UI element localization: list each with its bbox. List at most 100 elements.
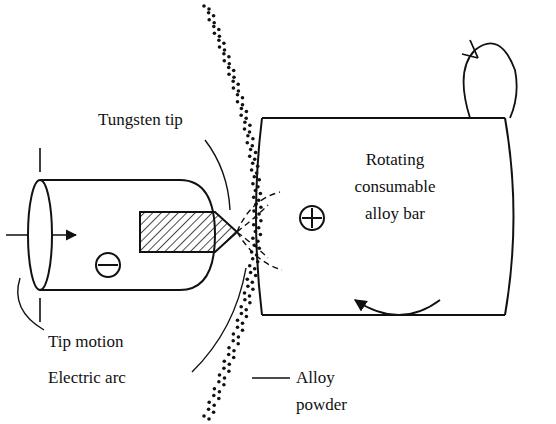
powder-dot: [252, 196, 256, 200]
powder-dot: [223, 48, 227, 52]
powder-dot: [236, 82, 240, 86]
powder-dot: [255, 171, 259, 175]
powder-dot: [248, 294, 252, 298]
powder-dot: [246, 134, 250, 138]
powder-dot: [255, 253, 259, 257]
powder-dot: [256, 240, 260, 244]
powder-dot: [223, 360, 227, 364]
powder-dot: [257, 199, 261, 203]
holder-end: [28, 180, 52, 290]
powder-dot: [232, 86, 236, 90]
powder-dot: [249, 148, 253, 152]
powder-dot: [228, 62, 232, 66]
powder-dot: [243, 127, 247, 131]
powder-dot: [241, 96, 245, 100]
powder-dot: [240, 312, 244, 316]
part-label: Alloy powder: [296, 364, 358, 418]
powder-dot: [251, 237, 255, 241]
drawing: [6, 40, 517, 378]
powder-dot: [243, 120, 247, 124]
powder-dot: [217, 38, 221, 42]
powder-dot: [212, 25, 216, 29]
leader-line: [205, 140, 230, 210]
alloy-powder: [202, 4, 263, 421]
powder-dot: [240, 107, 244, 111]
powder-dot: [236, 342, 240, 346]
powder-dot: [246, 141, 250, 145]
powder-dot: [218, 45, 222, 49]
part-label: Electric arc: [48, 364, 126, 391]
powder-dot: [254, 230, 258, 234]
powder-dot: [231, 339, 235, 343]
powder-dot: [254, 274, 258, 278]
powder-dot: [218, 373, 222, 377]
powder-dot: [257, 212, 261, 216]
powder-dot: [207, 7, 211, 11]
powder-dot: [241, 322, 245, 326]
powder-dot: [227, 369, 231, 373]
powder-dot: [212, 404, 216, 408]
powder-dot: [218, 35, 222, 39]
powder-dot: [232, 332, 236, 336]
powder-dot: [256, 164, 260, 168]
powder-dot: [252, 209, 256, 213]
powder-dot: [248, 130, 252, 134]
powder-dot: [239, 305, 243, 309]
powder-dot: [250, 168, 254, 172]
powder-dot: [227, 73, 231, 77]
powder-dot: [251, 281, 255, 285]
rotation-arrow: [464, 43, 517, 118]
powder-dot: [217, 380, 221, 384]
leader-line: [18, 278, 44, 330]
powder-dot: [251, 287, 255, 291]
powder-dot: [252, 223, 256, 227]
powder-dot: [222, 366, 226, 370]
powder-dot: [259, 205, 263, 209]
powder-dot: [256, 185, 260, 189]
powder-dot: [223, 59, 227, 63]
powder-dot: [236, 325, 240, 329]
minus-symbol: [96, 253, 120, 277]
part-label: Tungsten tip: [98, 106, 183, 133]
powder-dot: [243, 298, 247, 302]
powder-dot: [217, 397, 221, 401]
powder-dot: [251, 137, 255, 141]
plus-symbol: [300, 206, 324, 230]
powder-dot: [254, 151, 258, 155]
powder-dot: [228, 363, 232, 367]
part-label: Rotating consumable alloy bar: [340, 146, 450, 227]
powder-dot: [222, 41, 226, 45]
powder-dot: [259, 219, 263, 223]
powder-dot: [217, 28, 221, 32]
tungsten-tip: [140, 212, 237, 252]
powder-dot: [253, 175, 257, 179]
powder-dot: [213, 32, 217, 36]
powder-dot: [207, 18, 211, 22]
powder-dot: [236, 93, 240, 97]
powder-dot: [251, 257, 255, 261]
powder-dot: [248, 123, 252, 127]
powder-dot: [212, 410, 216, 414]
powder-dot: [244, 117, 248, 121]
powder-dot: [258, 246, 262, 250]
powder-dot: [248, 301, 252, 305]
powder-dot: [259, 233, 263, 237]
powder-dot: [236, 100, 240, 104]
powder-dot: [202, 414, 206, 418]
powder-dot: [245, 315, 249, 319]
powder-dot: [212, 14, 216, 18]
powder-dot: [254, 189, 258, 193]
powder-dot: [212, 394, 216, 398]
powder-dot: [239, 114, 243, 118]
powder-dot: [243, 291, 247, 295]
powder-dot: [251, 182, 255, 186]
minus-sign: [98, 264, 118, 266]
bar-end: [505, 118, 514, 315]
powder-dot: [258, 178, 262, 182]
powder-dot: [232, 69, 236, 73]
powder-dot: [232, 76, 236, 80]
powder-dot: [227, 66, 231, 70]
alloy-bar: [256, 118, 505, 315]
powder-dot: [253, 267, 257, 271]
